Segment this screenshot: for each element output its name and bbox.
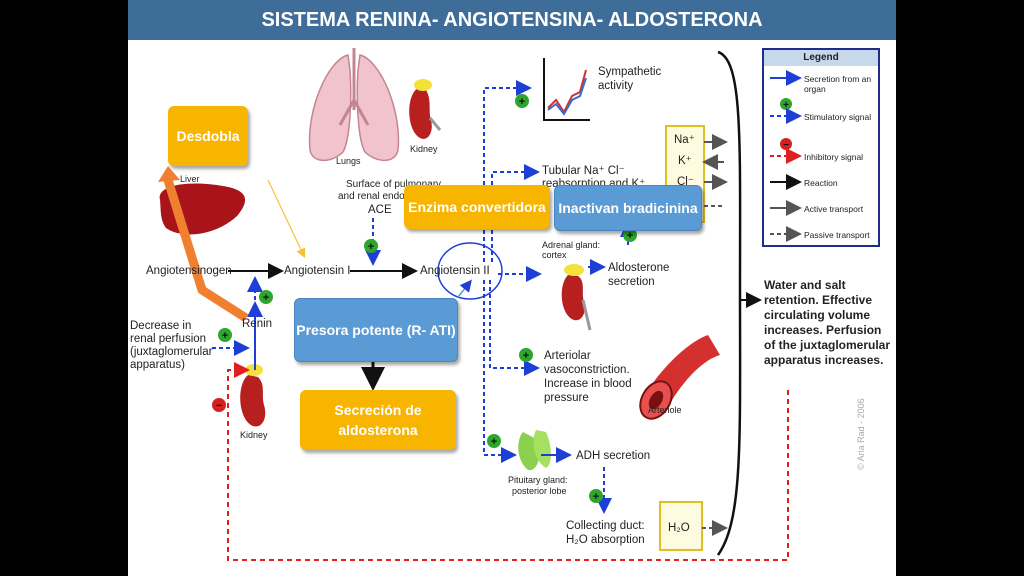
legend-symbols: + −	[770, 70, 802, 242]
adrenal-kidney-icon	[561, 264, 592, 331]
callout-enzima: Enzima convertidora	[404, 185, 550, 229]
svg-text:+: +	[519, 96, 525, 108]
svg-text:+: +	[368, 241, 374, 253]
pituitary-icon	[518, 430, 551, 471]
surface-label-line1: Surface of pulmonary	[346, 179, 442, 190]
collecting-label-line2: H₂O absorption	[566, 534, 645, 546]
legend-item-stimulatory: Stimulatory signal	[804, 112, 872, 122]
bracket	[716, 50, 742, 556]
angiotensinogen-label: Angiotensinogen	[146, 265, 232, 277]
inhibitory-minus-icon: −	[212, 398, 226, 412]
water-label-line6: apparatus increases.	[764, 353, 884, 367]
arteriole-icon	[639, 335, 720, 420]
legend-item-inhibitory: Inhibitory signal	[804, 152, 864, 162]
legend-item-active: Active transport	[804, 204, 864, 214]
svg-text:+: +	[523, 350, 529, 362]
water-label-line1: Water and salt	[764, 278, 846, 292]
na-label: Na⁺	[674, 134, 695, 146]
sympathetic-label-line2: activity	[598, 80, 634, 92]
svg-text:+: +	[783, 100, 789, 111]
sympathetic-label-line1: Sympathetic	[598, 66, 662, 78]
aldosterone-label-line2: secretion	[608, 276, 655, 288]
angiotensin-i-label: Angiotensin I	[284, 265, 351, 277]
pituitary-label-line1: Pituitary gland:	[508, 475, 568, 485]
legend-item-secretion: Secretion from an organ	[804, 74, 872, 94]
legend: Legend + − Secretion from an organ Stimu…	[762, 48, 880, 247]
tubular-label-line1: Tubular Na⁺ Cl⁻	[542, 165, 625, 177]
adh-label: ADH secretion	[576, 450, 651, 462]
callout-secrecion: Secreción de aldosterona	[300, 390, 456, 450]
k-label: K⁺	[678, 155, 692, 167]
pituitary-label-line2: posterior lobe	[512, 486, 567, 496]
decrease-label-line4: apparatus)	[130, 359, 185, 371]
water-label-line4: increases. Perfusion	[764, 323, 882, 337]
slide-title: SISTEMA RENINA- ANGIOTENSINA- ALDOSTERON…	[128, 0, 896, 40]
water-label-line3: circulating volume	[764, 308, 871, 322]
sympathetic-graph-icon	[543, 58, 590, 121]
svg-text:+: +	[222, 330, 228, 342]
adrenal-label-line2: cortex	[542, 250, 567, 260]
svg-text:−: −	[783, 140, 789, 151]
legend-item-reaction: Reaction	[804, 178, 838, 188]
decrease-label-line3: (juxtaglomerular	[130, 346, 213, 358]
water-label-line2: retention. Effective	[764, 293, 873, 307]
arteriolar-label-line1: Arteriolar	[544, 350, 591, 362]
water-label-line5: of the juxtaglomerular	[764, 338, 891, 352]
kidney-top-label: Kidney	[410, 144, 438, 154]
collecting-label-line1: Collecting duct:	[566, 520, 645, 532]
legend-title: Legend	[764, 50, 878, 66]
adrenal-label-line1: Adrenal gland:	[542, 240, 601, 250]
renin-label: Renin	[242, 318, 273, 330]
decrease-label-line2: renal perfusion	[130, 333, 207, 345]
svg-text:+: +	[263, 292, 269, 304]
decrease-label-line1: Decrease in	[130, 320, 192, 332]
aldosterone-label-line1: Aldosterone	[608, 262, 670, 274]
svg-text:+: +	[593, 491, 599, 503]
kidney-bottom-label: Kidney	[240, 430, 268, 440]
callout-desdobla: Desdobla	[168, 106, 248, 166]
angiotensin-ii-label: Angiotensin II	[420, 265, 490, 277]
slide: SISTEMA RENINA- ANGIOTENSINA- ALDOSTERON…	[128, 0, 896, 576]
collecting-duct-icon	[659, 501, 703, 551]
h2o-label: H₂O	[668, 522, 690, 534]
orange-arrow	[163, 178, 249, 322]
callout-presora: Presora potente (R- ATI)	[294, 298, 458, 362]
legend-item-passive: Passive transport	[804, 230, 870, 240]
ace-label: ACE	[368, 204, 392, 216]
angiotensin-ii-highlight	[437, 242, 503, 300]
kidney-top-icon	[409, 79, 442, 139]
lungs-label: Lungs	[336, 156, 361, 166]
callout-inactivan: Inactivan bradicinina	[554, 185, 702, 231]
copyright-label: © Aria Rad - 2006	[856, 398, 866, 470]
svg-text:+: +	[491, 436, 497, 448]
kidney-bottom-icon	[240, 364, 266, 427]
arteriole-label: Arteriole	[648, 405, 682, 415]
arteriolar-label-line4: pressure	[544, 392, 589, 404]
svg-text:−: −	[216, 400, 222, 412]
surface-label-line2: and renal endoth	[338, 191, 414, 202]
lungs-icon	[308, 48, 400, 162]
svg-text:+: +	[627, 230, 633, 242]
arteriolar-label-line2: vasoconstriction.	[544, 364, 630, 376]
arteriolar-label-line3: Increase in blood	[544, 378, 632, 390]
liver-label: Liver	[180, 174, 200, 184]
stimulatory-plus-icons: + + + + + + + +	[218, 94, 637, 503]
